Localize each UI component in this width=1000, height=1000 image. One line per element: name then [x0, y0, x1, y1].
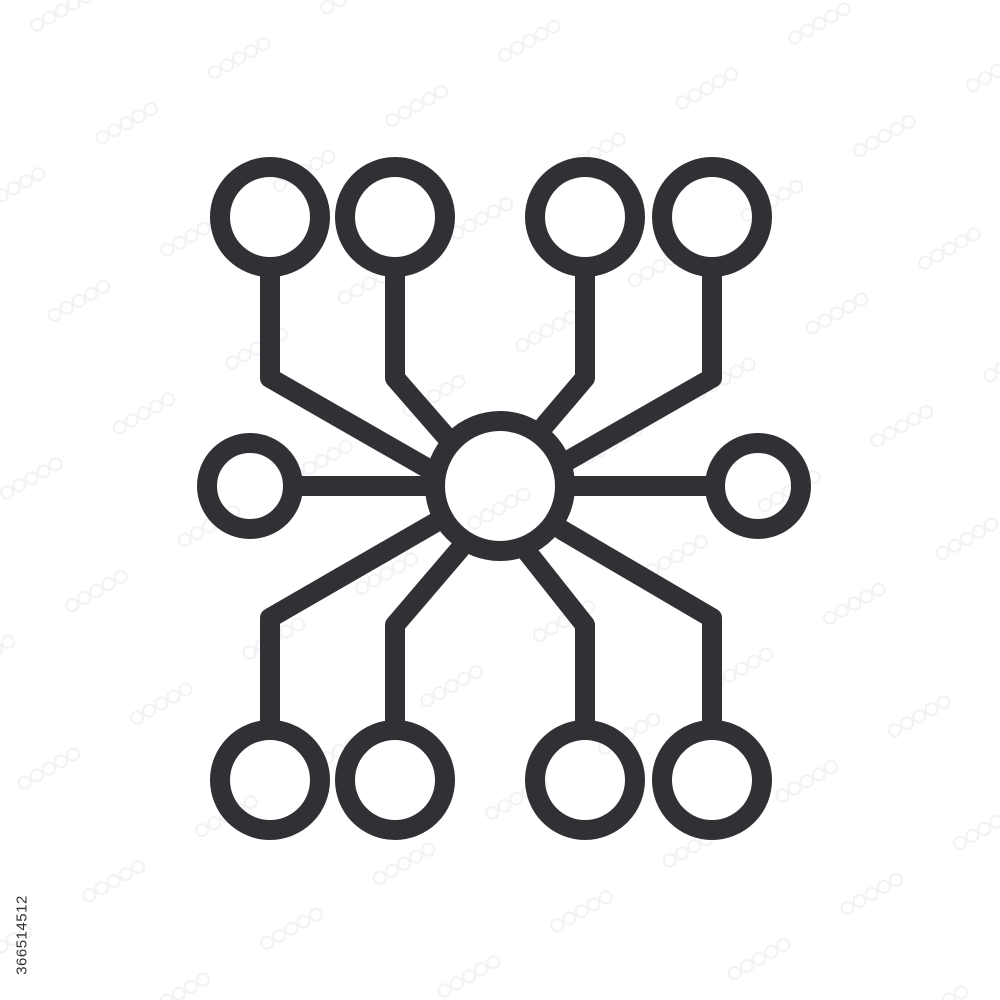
node-top-left-inner	[335, 157, 455, 277]
node-top-right-inner	[525, 157, 645, 277]
node-bottom-left-outer	[210, 720, 330, 840]
connector-top-right-inner	[535, 257, 595, 435]
stock-id-text: 366514512	[13, 895, 31, 975]
node-bottom-left-inner	[335, 720, 455, 840]
connector-top-left-inner	[385, 257, 459, 450]
connector-bottom-left-inner	[385, 539, 470, 740]
stock-id-label: 366514512	[10, 880, 34, 990]
node-bottom-right-outer	[652, 720, 772, 840]
connector-top-left-outer	[260, 257, 444, 482]
node-bottom-right-inner	[525, 720, 645, 840]
connector-bottom-left-outer	[260, 511, 448, 740]
node-left	[197, 433, 303, 539]
node-top-right-outer	[652, 157, 772, 277]
connector-bottom-right-outer	[552, 520, 722, 740]
node-top-left-outer	[210, 157, 330, 277]
connector-bottom-right-inner	[518, 543, 595, 740]
node-right	[705, 433, 811, 539]
connector-top-right-outer	[552, 257, 722, 474]
